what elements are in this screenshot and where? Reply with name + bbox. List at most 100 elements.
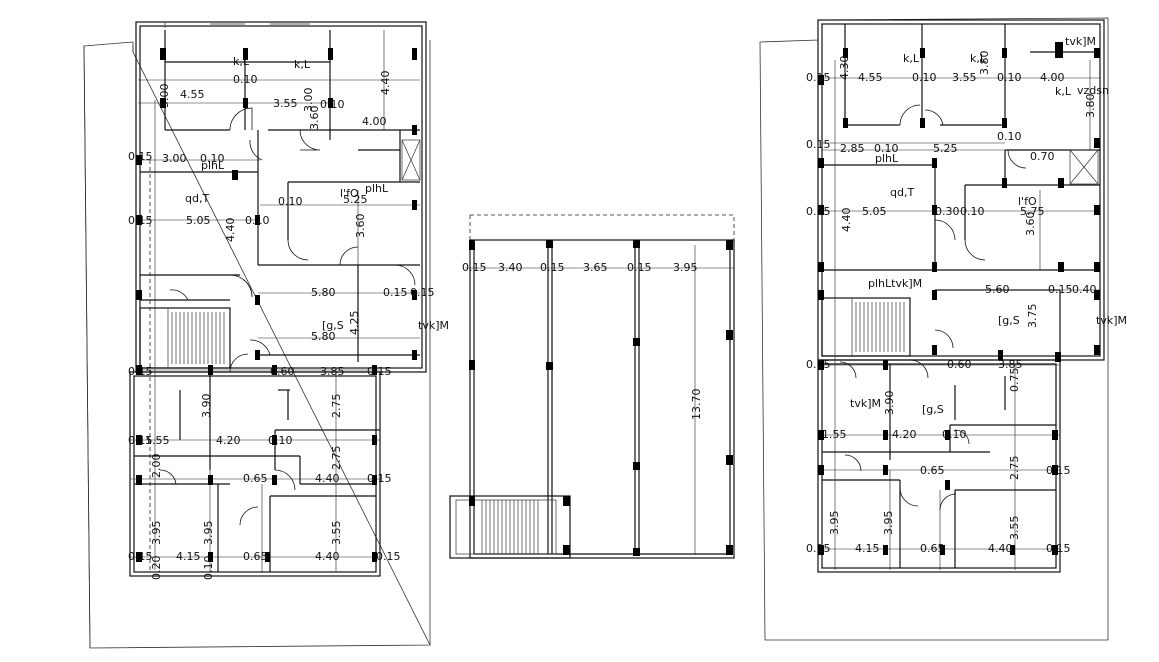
dim-label: 0.10 — [912, 71, 937, 84]
dim-label: 3.95 — [882, 511, 895, 536]
dim-label: 4.30 — [838, 56, 851, 81]
dim-label: 4.20 — [216, 434, 241, 447]
dim-label: 0.65 — [243, 472, 268, 485]
dim-label: 3.65 — [583, 261, 608, 274]
dim-label: 4.40 — [988, 542, 1013, 555]
left-door-arc — [229, 107, 253, 131]
dim-label: 0.15 — [1048, 283, 1073, 296]
middle-stair — [449, 495, 571, 559]
dim-label: 3.80 — [1084, 94, 1097, 119]
dim-label: 3.00 — [302, 88, 315, 113]
dim-label: 0.15 — [1046, 464, 1071, 477]
left-room-label-gs: [g,S — [322, 319, 344, 332]
dim-label: 0.10 — [268, 434, 293, 447]
dim-label: 2.75 — [330, 446, 343, 471]
dim-label: 3.95 — [673, 261, 698, 274]
right-room-label-qdt: qd,T — [890, 186, 914, 199]
dim-label: 4.55 — [858, 71, 883, 84]
dim-label: 0.15 — [806, 542, 831, 555]
right-room-label-gs-2: [g,S — [922, 403, 944, 416]
dim-label: 0.15 — [540, 261, 565, 274]
dim-label: 5.05 — [186, 214, 211, 227]
dim-label: 5.25 — [343, 193, 368, 206]
dim-label: 0.10 — [202, 556, 215, 581]
dim-label: 4.40 — [315, 472, 340, 485]
dim-label: 0.15 — [1046, 542, 1071, 555]
dim-label: 0.65 — [920, 542, 945, 555]
dim-label: 0.10 — [233, 73, 258, 86]
dim-label: 0.30 — [935, 205, 960, 218]
dim-label: 5.80 — [311, 330, 336, 343]
right-door-arc — [899, 104, 921, 126]
dim-label: 4.00 — [362, 115, 387, 128]
dim-label: 3.60 — [354, 214, 367, 239]
left-room-label-lfo: l'fO — [340, 187, 359, 200]
dim-label: 3.75 — [1026, 304, 1039, 329]
dim-label: 2.85 — [840, 142, 865, 155]
right-room-label-tvkm-right: tvk]M — [1096, 314, 1127, 327]
dim-label: 1.55 — [145, 434, 170, 447]
dim-label: 0.15 — [410, 286, 435, 299]
dim-label: 0.15 — [806, 71, 831, 84]
dim-label: 4.40 — [315, 550, 340, 563]
dim-label: 0.40 — [1072, 283, 1097, 296]
middle-dashed-top — [469, 214, 735, 241]
dim-label: 0.15 — [376, 550, 401, 563]
dim-label: 3.55 — [1008, 516, 1021, 541]
right-room-label-plhltvkm: plhLtvk]M — [868, 277, 922, 290]
dim-label: 4.00 — [1040, 71, 1065, 84]
right-room-label-kitchen-3: k,L — [1055, 85, 1072, 98]
dim-label: 0.60 — [270, 365, 295, 378]
dim-label: 0.75 — [1008, 368, 1021, 393]
dim-label: 0.10 — [245, 214, 270, 227]
left-room-label-plhl-2: plhL — [365, 182, 389, 195]
dim-label: 0.15 — [367, 472, 392, 485]
dim-label: 3.90 — [200, 394, 213, 419]
dim-label: 3.95 — [828, 511, 841, 536]
dim-label: 0.15 — [367, 365, 392, 378]
dim-label: 3.95 — [150, 521, 163, 546]
right-stair — [821, 297, 911, 357]
dim-label: 2.00 — [150, 454, 163, 479]
dim-label: 0.15 — [383, 286, 408, 299]
dim-label: 0.10 — [278, 195, 303, 208]
dim-label: 4.15 — [855, 542, 880, 555]
right-room-label-vzdsn: vzdsn — [1077, 84, 1109, 97]
left-columns — [136, 48, 417, 562]
dim-label: 0.65 — [920, 464, 945, 477]
dim-label: 0.10 — [320, 98, 345, 111]
dim-label: 3.85 — [320, 365, 345, 378]
left-room-label-kitchen-2: k,L — [294, 58, 311, 71]
right-room-label-tvkm-top: tvk]M — [1065, 35, 1096, 48]
dim-label: 0.20 — [150, 556, 163, 581]
dim-label: 5.80 — [311, 286, 336, 299]
dim-label: 0.15 — [806, 358, 831, 371]
dim-label: 4.40 — [224, 218, 237, 243]
dim-label: 4.40 — [840, 208, 853, 233]
dim-label: 5.75 — [1020, 205, 1045, 218]
dim-label: 0.10 — [997, 71, 1022, 84]
dim-label: 0.65 — [243, 550, 268, 563]
dim-label: 0.10 — [200, 152, 225, 165]
middle-columns — [469, 240, 733, 556]
left-room-label-kitchen-1: k,L — [233, 55, 250, 68]
dim-label: 5.60 — [985, 283, 1010, 296]
right-room-label-gs-1: [g,S — [998, 314, 1020, 327]
dim-label: 1.55 — [822, 428, 847, 441]
dim-label: 0.10 — [997, 130, 1022, 143]
dim-label: 3.55 — [952, 71, 977, 84]
middle-frame-outline — [469, 239, 735, 559]
middle-frame-plan: 0.15 3.40 0.15 3.65 0.15 3.95 13.70 — [449, 214, 735, 559]
dim-label: 3.80 — [978, 51, 991, 76]
dim-label: 0.60 — [947, 358, 972, 371]
dim-label: 3.60 — [308, 106, 321, 131]
dim-label: 13.70 — [690, 389, 703, 421]
right-room-label-kitchen-2: k,L — [970, 52, 987, 65]
dim-label: 0.10 — [874, 142, 899, 155]
dim-label: 0.15 — [128, 214, 153, 227]
dim-label: 0.10 — [942, 428, 967, 441]
dim-label: 3.60 — [1024, 212, 1037, 237]
left-room-label-plhl-1: plhL — [201, 159, 225, 172]
dim-label: 0.15 — [128, 365, 153, 378]
dim-label: 5.25 — [933, 142, 958, 155]
